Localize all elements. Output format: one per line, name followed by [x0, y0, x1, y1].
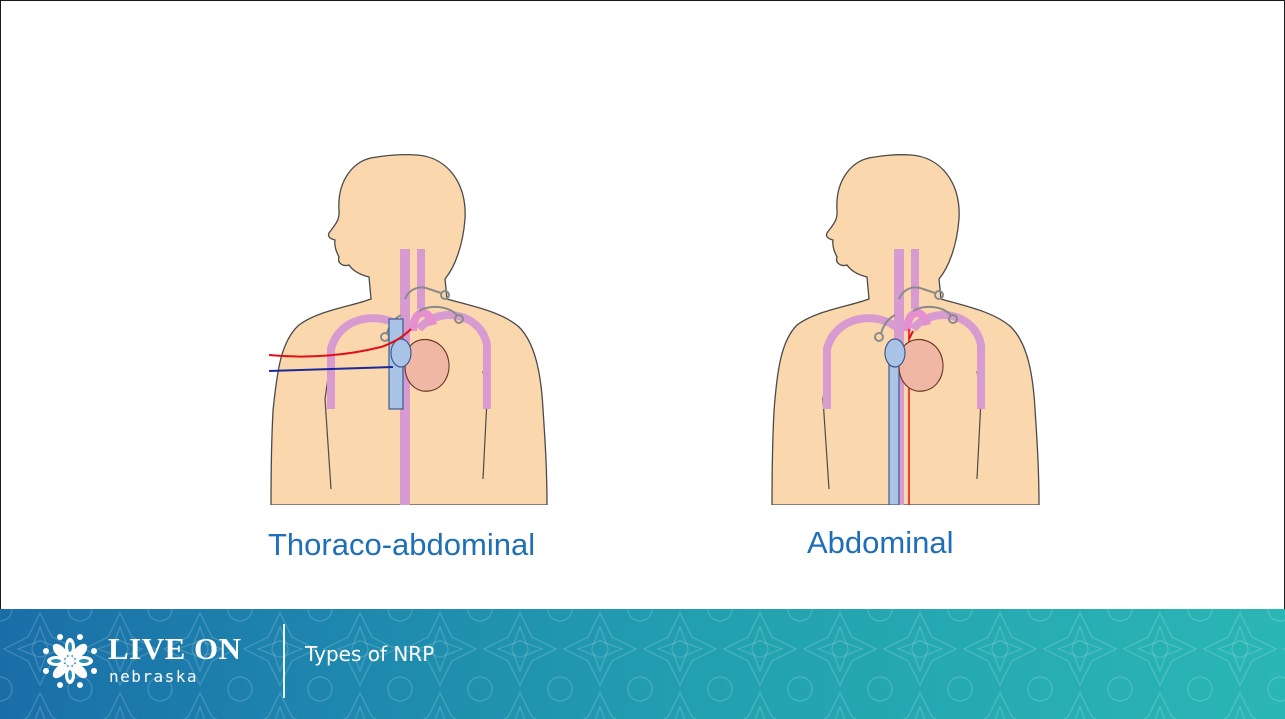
footer-divider: [283, 624, 285, 698]
caption-abdominal: Abdominal: [807, 525, 953, 561]
abdominal-illustration: [771, 149, 1041, 505]
caption-thoraco-abdominal: Thoraco-abdominal: [268, 527, 535, 563]
live-on-nebraska-logo: LIVE ON nebraska: [40, 631, 270, 691]
logo-wordmark: LIVE ON: [108, 631, 242, 667]
slide-title: Types of NRP: [305, 642, 434, 666]
logo-subtitle: nebraska: [109, 667, 198, 686]
flower-mandala-icon: [40, 631, 100, 691]
thoraco-abdominal-illustration: [269, 149, 549, 505]
heart: [899, 340, 943, 392]
footer-banner: LIVE ON nebraska Types of NRP: [0, 609, 1285, 719]
heart: [405, 340, 449, 392]
